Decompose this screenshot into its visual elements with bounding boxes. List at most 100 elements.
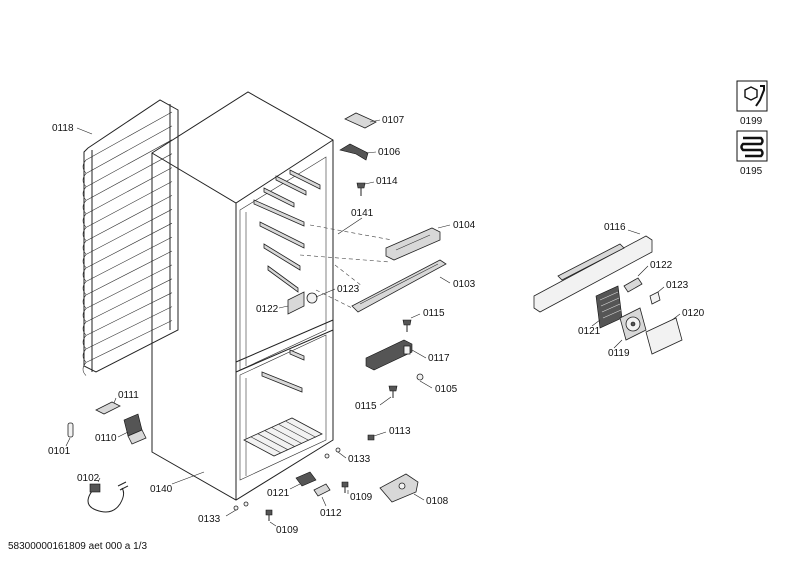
screw-0115-upper[interactable]: [402, 319, 412, 332]
label-0103: 0103: [439, 276, 476, 290]
label-0116: 0116: [604, 222, 641, 235]
svg-text:0117: 0117: [428, 353, 450, 364]
label-0115-upper: 0115: [410, 308, 445, 319]
label-0195: 0195: [740, 166, 763, 177]
crisper-drawer: [243, 417, 323, 457]
svg-text:0120: 0120: [682, 308, 705, 319]
label-0102: 0102: [77, 473, 101, 484]
label-0104: 0104: [437, 220, 476, 231]
label-0113: 0113: [373, 426, 411, 437]
label-0107: 0107: [369, 115, 405, 126]
bottom-hinge-0108[interactable]: [379, 473, 419, 503]
control-housing[interactable]: [385, 227, 441, 261]
label-0122-inner: 0122: [256, 304, 289, 315]
label-0123-inner: 0123: [315, 284, 360, 298]
coil-icon[interactable]: [736, 130, 768, 162]
label-0114: 0114: [364, 176, 398, 187]
svg-text:0111: 0111: [118, 390, 139, 401]
fan-0119[interactable]: [619, 307, 647, 341]
label-0141: 0141: [337, 208, 374, 235]
label-0109-lower: 0109: [269, 521, 299, 536]
projection-lines: [299, 224, 393, 309]
svg-text:0123: 0123: [337, 284, 360, 295]
svg-text:0108: 0108: [426, 496, 449, 507]
shelf-rails: [253, 169, 321, 393]
svg-text:0101: 0101: [48, 446, 71, 457]
top-hinge-cover[interactable]: [344, 112, 377, 129]
label-0110: 0110: [95, 431, 129, 444]
evaporator-cover[interactable]: [351, 259, 447, 313]
control-panel-0116[interactable]: [533, 235, 653, 313]
svg-text:0123: 0123: [666, 280, 689, 291]
screw-0109-right[interactable]: [341, 481, 349, 493]
hinge-plate-0121[interactable]: [295, 471, 317, 487]
svg-text:0115: 0115: [355, 401, 377, 412]
foot-0112[interactable]: [313, 483, 331, 497]
svg-text:0104: 0104: [453, 220, 476, 231]
hinge-screw[interactable]: [356, 182, 366, 196]
svg-text:0119: 0119: [608, 348, 630, 359]
cover-0120[interactable]: [645, 317, 683, 355]
thermostat-housing-inner[interactable]: [287, 291, 318, 315]
clip-0101[interactable]: [67, 422, 74, 438]
svg-text:0140: 0140: [150, 484, 173, 495]
svg-text:0141: 0141: [351, 208, 374, 219]
label-0199: 0199: [740, 116, 763, 127]
label-0140: 0140: [150, 471, 205, 495]
label-0123-right: 0123: [657, 280, 689, 293]
label-0133-upper: 0133: [337, 451, 371, 465]
svg-text:0114: 0114: [376, 176, 398, 187]
label-0109-right: 0109: [347, 490, 373, 503]
label-0119: 0119: [608, 339, 630, 359]
power-cord-0102[interactable]: [87, 481, 129, 513]
label-0122-right: 0122: [637, 260, 673, 277]
document-footer: 58300000161809 aet 000 a 1/3: [8, 541, 148, 552]
svg-text:0110: 0110: [95, 433, 117, 444]
screw-0115-lower[interactable]: [388, 385, 398, 398]
label-0120: 0120: [671, 308, 705, 321]
condenser-coil[interactable]: [82, 99, 179, 376]
svg-text:0105: 0105: [435, 384, 458, 395]
label-0118: 0118: [52, 123, 93, 135]
label-0111: 0111: [113, 390, 139, 404]
thermostat-housing-0122[interactable]: [623, 277, 643, 293]
label-0117: 0117: [411, 349, 450, 364]
knob-0123[interactable]: [649, 291, 661, 305]
svg-text:0103: 0103: [453, 279, 476, 290]
label-0105: 0105: [419, 380, 458, 395]
label-0115-lower: 0115: [355, 396, 392, 412]
wrench-hex-icon[interactable]: [736, 80, 768, 112]
top-hinge[interactable]: [339, 143, 369, 161]
label-0121-right: 0121: [578, 319, 601, 337]
svg-text:0116: 0116: [604, 222, 626, 233]
svg-text:0121: 0121: [267, 488, 290, 499]
svg-text:0133: 0133: [198, 514, 221, 525]
label-0101: 0101: [48, 437, 71, 457]
label-0133-lower: 0133: [198, 509, 237, 525]
screw-0109-lower[interactable]: [265, 509, 273, 521]
label-0108: 0108: [413, 493, 449, 507]
label-0121-lower: 0121: [267, 483, 301, 499]
svg-text:0102: 0102: [77, 473, 100, 484]
svg-text:0112: 0112: [320, 508, 342, 519]
svg-text:0107: 0107: [382, 115, 405, 126]
svg-text:0118: 0118: [52, 123, 74, 134]
screw-0113[interactable]: [367, 434, 375, 441]
svg-text:0109: 0109: [350, 492, 373, 503]
svg-text:0106: 0106: [378, 147, 401, 158]
cap-0133-lower[interactable]: [233, 501, 249, 511]
svg-text:0121: 0121: [578, 326, 601, 337]
bracket-0121[interactable]: [595, 285, 623, 329]
middle-hinge[interactable]: [365, 339, 413, 371]
svg-text:0122: 0122: [650, 260, 673, 271]
relay-0110[interactable]: [123, 413, 147, 445]
cap-0133-upper[interactable]: [324, 447, 341, 459]
label-0112: 0112: [320, 496, 342, 519]
bushing-0105[interactable]: [416, 373, 424, 381]
label-0106: 0106: [365, 147, 401, 158]
cover-plate-0111[interactable]: [95, 401, 121, 415]
svg-text:0115: 0115: [423, 308, 445, 319]
svg-text:0133: 0133: [348, 454, 371, 465]
svg-text:0113: 0113: [389, 426, 411, 437]
